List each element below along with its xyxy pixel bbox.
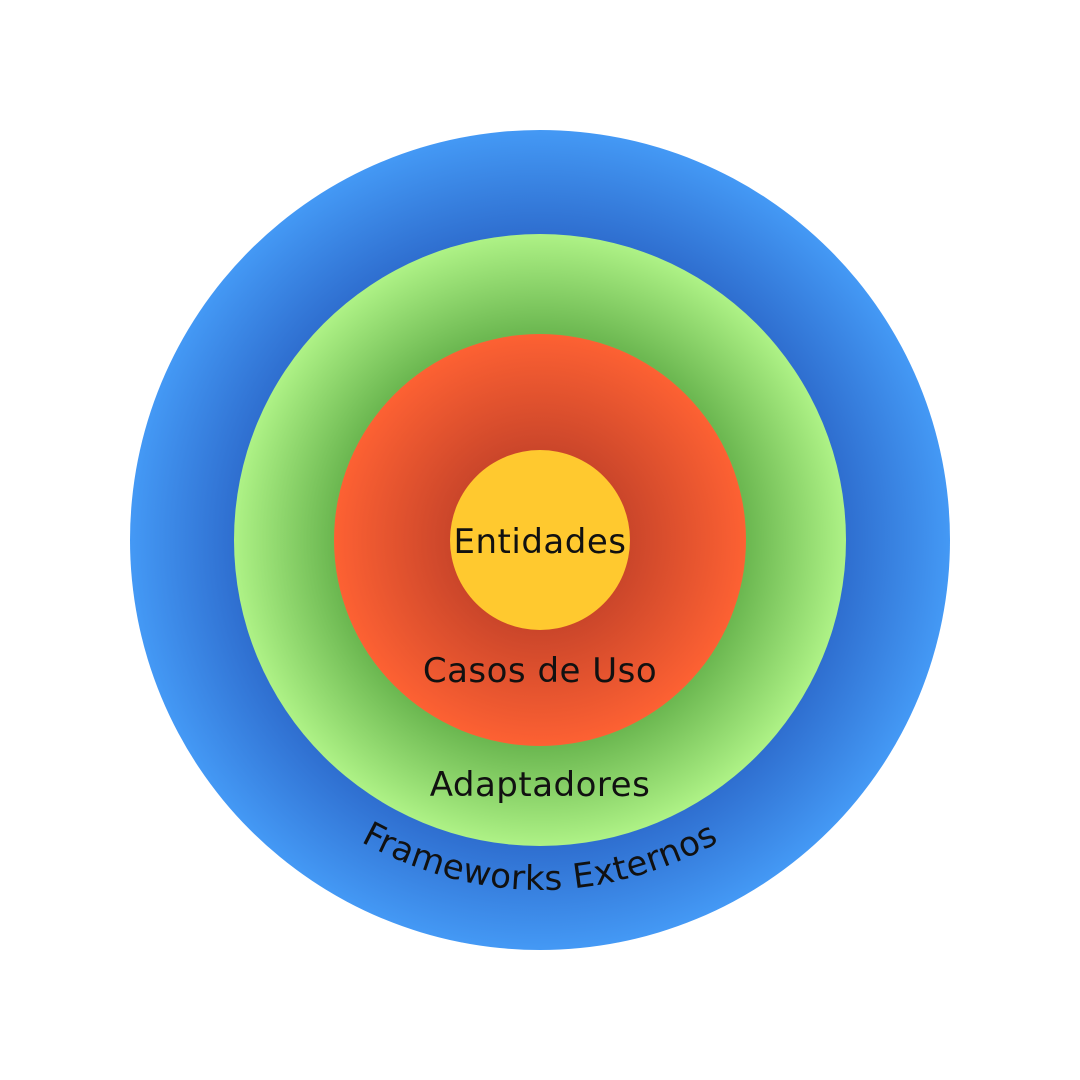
entities-core [450,450,630,630]
usecases-label: Casos de Uso [423,651,657,691]
entities-label: Entidades [454,522,627,562]
adapters-label: Adaptadores [430,765,651,805]
